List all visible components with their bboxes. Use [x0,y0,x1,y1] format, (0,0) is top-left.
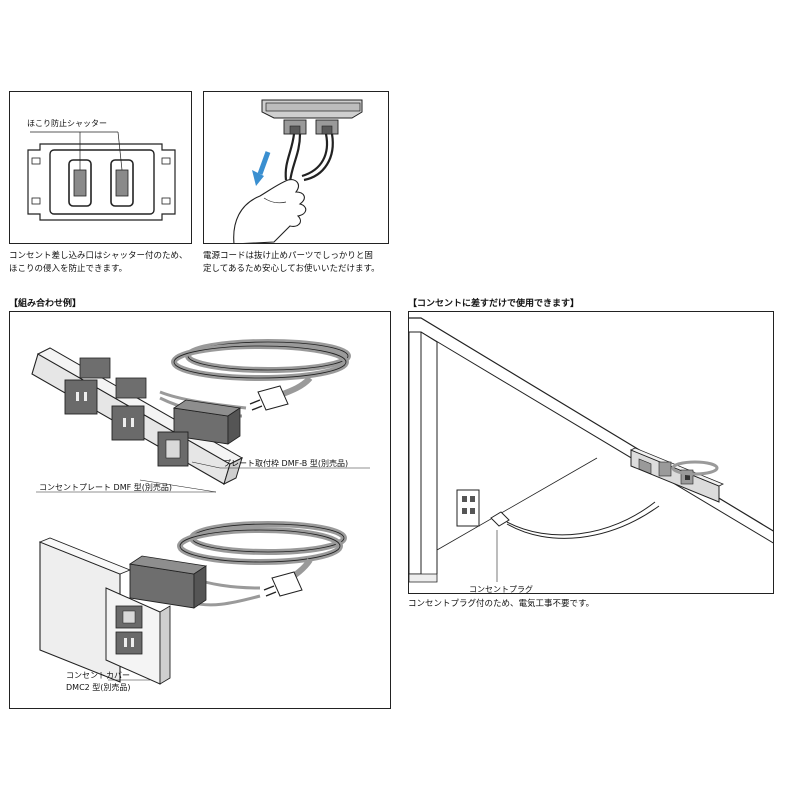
shutter-outlet-illustration [27,131,176,221]
cord-panel [203,91,389,244]
combo-panel: コンセントプレート DMF 型(別売品) プレート取付枠 DMF-B 型(別売品… [9,311,391,709]
shutter-panel: ほこり防止シャッター [9,91,192,244]
frame-label: プレート取付枠 DMF-B 型(別売品) [223,459,349,468]
cover-label-line2: DMC2 型(別売品) [66,683,131,692]
cord-retention-illustration [233,99,363,243]
combo-heading: 【組み合わせ例】 [9,299,82,309]
usage-caption: コンセントプラグ付のため、電気工事不要です。 [408,599,595,609]
usage-heading: 【コンセントに差すだけで使用できます】 [408,299,580,309]
plate-label: コンセントプレート DMF 型(別売品) [39,483,172,492]
shutter-callout-label: ほこり防止シャッター [27,119,107,128]
combo-illustration [31,339,370,685]
plug-label: コンセントプラグ [469,585,533,594]
cord-caption: 電源コードは抜け止めパーツでしっかりと固 定してあるため安心してお使いいただけま… [203,251,380,274]
cover-label-line1: コンセントカバー [66,671,130,680]
shutter-caption: コンセント差し込み口はシャッター付のため、 ほこりの侵入を防止できます。 [9,251,188,274]
usage-illustration [409,317,773,583]
usage-panel: コンセントプラグ [408,311,774,594]
